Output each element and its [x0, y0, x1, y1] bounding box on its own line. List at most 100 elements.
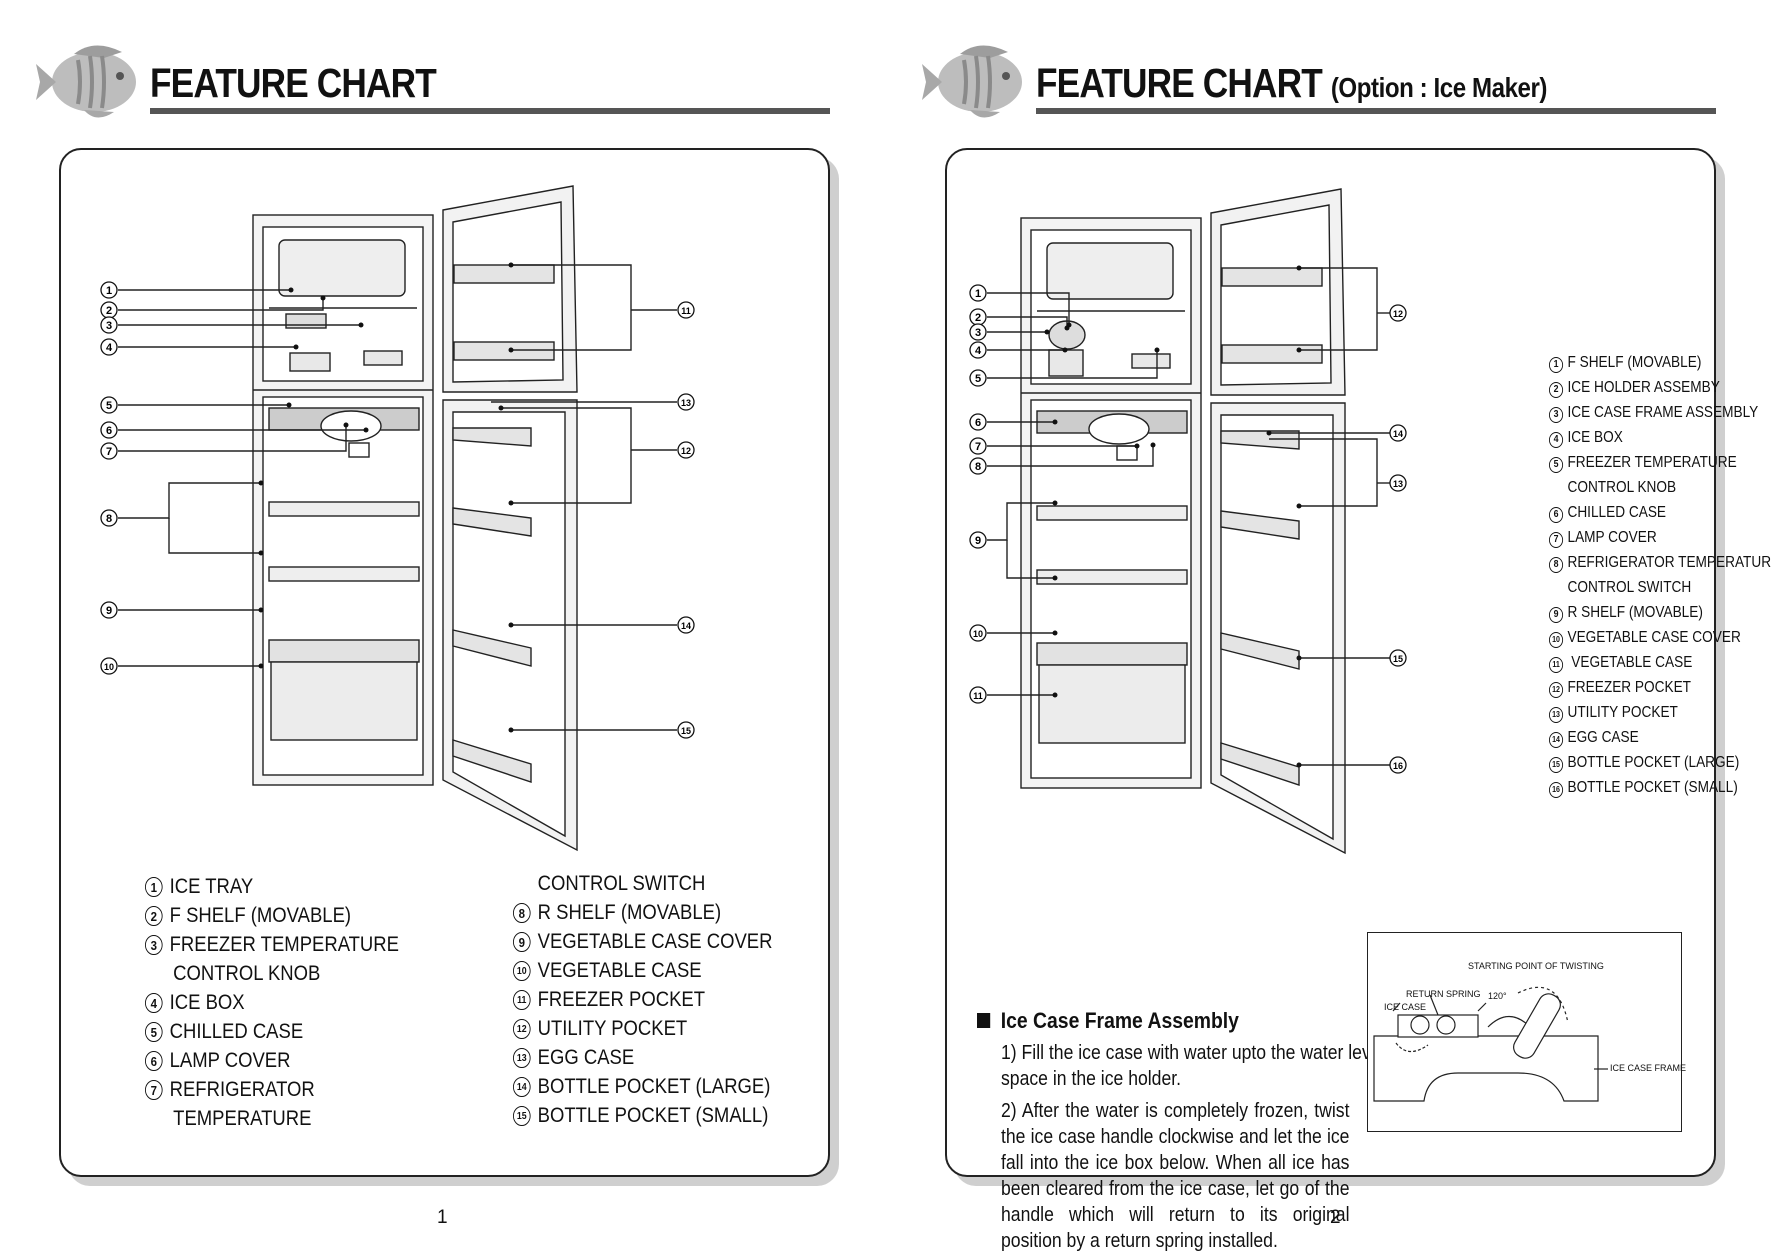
- legend-item-continuation: CONTROL KNOB: [1567, 479, 1677, 496]
- page-subtitle: (Option : Ice Maker): [1330, 72, 1548, 103]
- svg-text:7: 7: [975, 441, 981, 453]
- svg-text:15: 15: [1393, 654, 1403, 664]
- bullet-square-icon: [977, 1013, 991, 1028]
- callout-16: 16: [1389, 756, 1407, 774]
- callout-8: 8: [100, 509, 118, 527]
- svg-text:9: 9: [975, 535, 981, 547]
- section-title: Ice Case Frame Assembly: [977, 1008, 1239, 1034]
- inset-label-angle: 120°: [1488, 991, 1507, 1001]
- callout-4: 4: [100, 338, 118, 356]
- callout-13: 13: [1389, 474, 1407, 492]
- callout-13: 13: [677, 393, 695, 411]
- inset-drawing: [1373, 986, 1608, 1102]
- callout-15: 15: [1389, 649, 1407, 667]
- page-number: 1: [437, 1207, 448, 1228]
- callout-14: 14: [677, 616, 695, 634]
- legend-item-continuation: CONTROL SWITCH: [537, 872, 706, 895]
- callout-8: 8: [969, 457, 987, 475]
- callout-7: 7: [100, 442, 118, 460]
- svg-text:13: 13: [681, 398, 691, 408]
- callout-1: 1: [969, 284, 987, 302]
- page-left: FEATURE CHART: [0, 0, 885, 1240]
- title-rule: [1036, 108, 1716, 114]
- legend-item: 11 VEGETABLE CASE: [1549, 650, 1771, 675]
- refrigerator-icemaker-diagram: 1 2 3 4 5 6 7 8 9 10 11 12 14 13 15 16: [969, 188, 1407, 855]
- callout-1: 1: [100, 281, 118, 299]
- callout-9: 9: [100, 601, 118, 619]
- page-title: FEATURE CHART: [150, 60, 437, 106]
- legend-item-continuation: CONTROL KNOB: [173, 962, 321, 985]
- inset-label-starting-point: STARTING POINT OF TWISTING: [1468, 961, 1604, 971]
- callout-2: 2: [969, 308, 987, 326]
- callout-6: 6: [100, 421, 118, 439]
- svg-text:14: 14: [1393, 429, 1403, 439]
- feature-panel: 1 2 3 4 5 6 7 8 9 10 11 12 14 13 15 16 1…: [945, 148, 1771, 1252]
- legend-item-continuation: TEMPERATURE: [173, 1107, 312, 1130]
- callout-14: 14: [1389, 424, 1407, 442]
- svg-text:15: 15: [681, 726, 691, 736]
- svg-text:12: 12: [681, 446, 691, 456]
- svg-text:14: 14: [681, 621, 691, 631]
- svg-text:3: 3: [975, 327, 981, 339]
- svg-text:9: 9: [106, 605, 112, 617]
- callout-10: 10: [969, 624, 987, 642]
- svg-text:16: 16: [1393, 761, 1403, 771]
- callout-12: 12: [677, 441, 695, 459]
- refrigerator-diagram: 1 2 3 4 5 6 7 8 9 10 11 13 12 14 15: [100, 185, 695, 852]
- inset-label-ice-case-frame: ICE CASE FRAME: [1610, 1063, 1687, 1073]
- callout-5: 5: [100, 396, 118, 414]
- callout-5: 5: [969, 369, 987, 387]
- callout-12: 12: [1389, 304, 1407, 322]
- svg-text:7: 7: [106, 446, 112, 458]
- svg-text:12: 12: [1393, 309, 1403, 319]
- svg-text:3: 3: [106, 320, 112, 332]
- inset-label-ice-case: ICE CASE: [1384, 1002, 1427, 1012]
- callout-4: 4: [969, 341, 987, 359]
- svg-text:2: 2: [975, 312, 981, 324]
- svg-text:10: 10: [104, 662, 114, 672]
- svg-text:1: 1: [975, 288, 981, 300]
- svg-text:13: 13: [1393, 479, 1403, 489]
- callout-9: 9: [969, 531, 987, 549]
- svg-text:5: 5: [975, 373, 981, 385]
- svg-text:1: 1: [106, 285, 112, 297]
- svg-text:2: 2: [106, 305, 112, 317]
- inset-label-return-spring: RETURN SPRING: [1406, 989, 1481, 999]
- callout-3: 3: [969, 323, 987, 341]
- ice-case-inset-diagram: STARTING POINT OF TWISTING RETURN SPRING…: [1367, 932, 1686, 1132]
- svg-text:6: 6: [106, 425, 112, 437]
- svg-text:5: 5: [106, 400, 112, 412]
- svg-text:8: 8: [975, 461, 981, 473]
- title-rule: [150, 108, 830, 114]
- svg-text:11: 11: [973, 691, 983, 701]
- callout-11: 11: [969, 686, 987, 704]
- page-number: 2: [1330, 1207, 1341, 1228]
- callout-6: 6: [969, 413, 987, 431]
